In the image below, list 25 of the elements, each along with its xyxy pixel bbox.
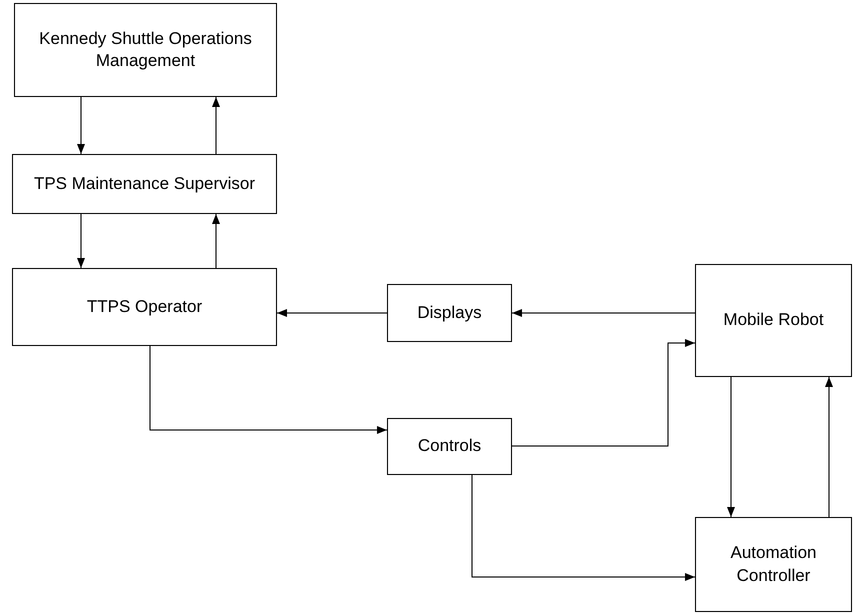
process-box [695, 264, 852, 377]
process-box [12, 268, 277, 346]
arrow [825, 376, 833, 518]
box-label: Mobile Robot [723, 309, 824, 332]
box-label: Controls [418, 435, 482, 458]
arrow [212, 96, 220, 154]
process-box [387, 284, 512, 342]
process-box [387, 418, 512, 475]
box-label: Displays [417, 302, 482, 324]
box-label: TPS Maintenance Supervisor [34, 172, 256, 195]
arrow [77, 214, 85, 268]
arrow [512, 309, 696, 317]
box-label: Kennedy Shuttle Operations Management [38, 28, 253, 72]
process-box [695, 517, 852, 612]
arrow [212, 214, 220, 268]
arrow [727, 376, 735, 518]
arrow [77, 96, 85, 154]
arrow [472, 474, 696, 581]
process-box [12, 154, 277, 214]
arrow [150, 346, 388, 434]
process-box [14, 3, 277, 97]
box-label: TTPS Operator [86, 296, 202, 318]
arrow [512, 339, 696, 446]
arrow [276, 309, 388, 317]
box-label: Automation Controller [730, 542, 818, 586]
